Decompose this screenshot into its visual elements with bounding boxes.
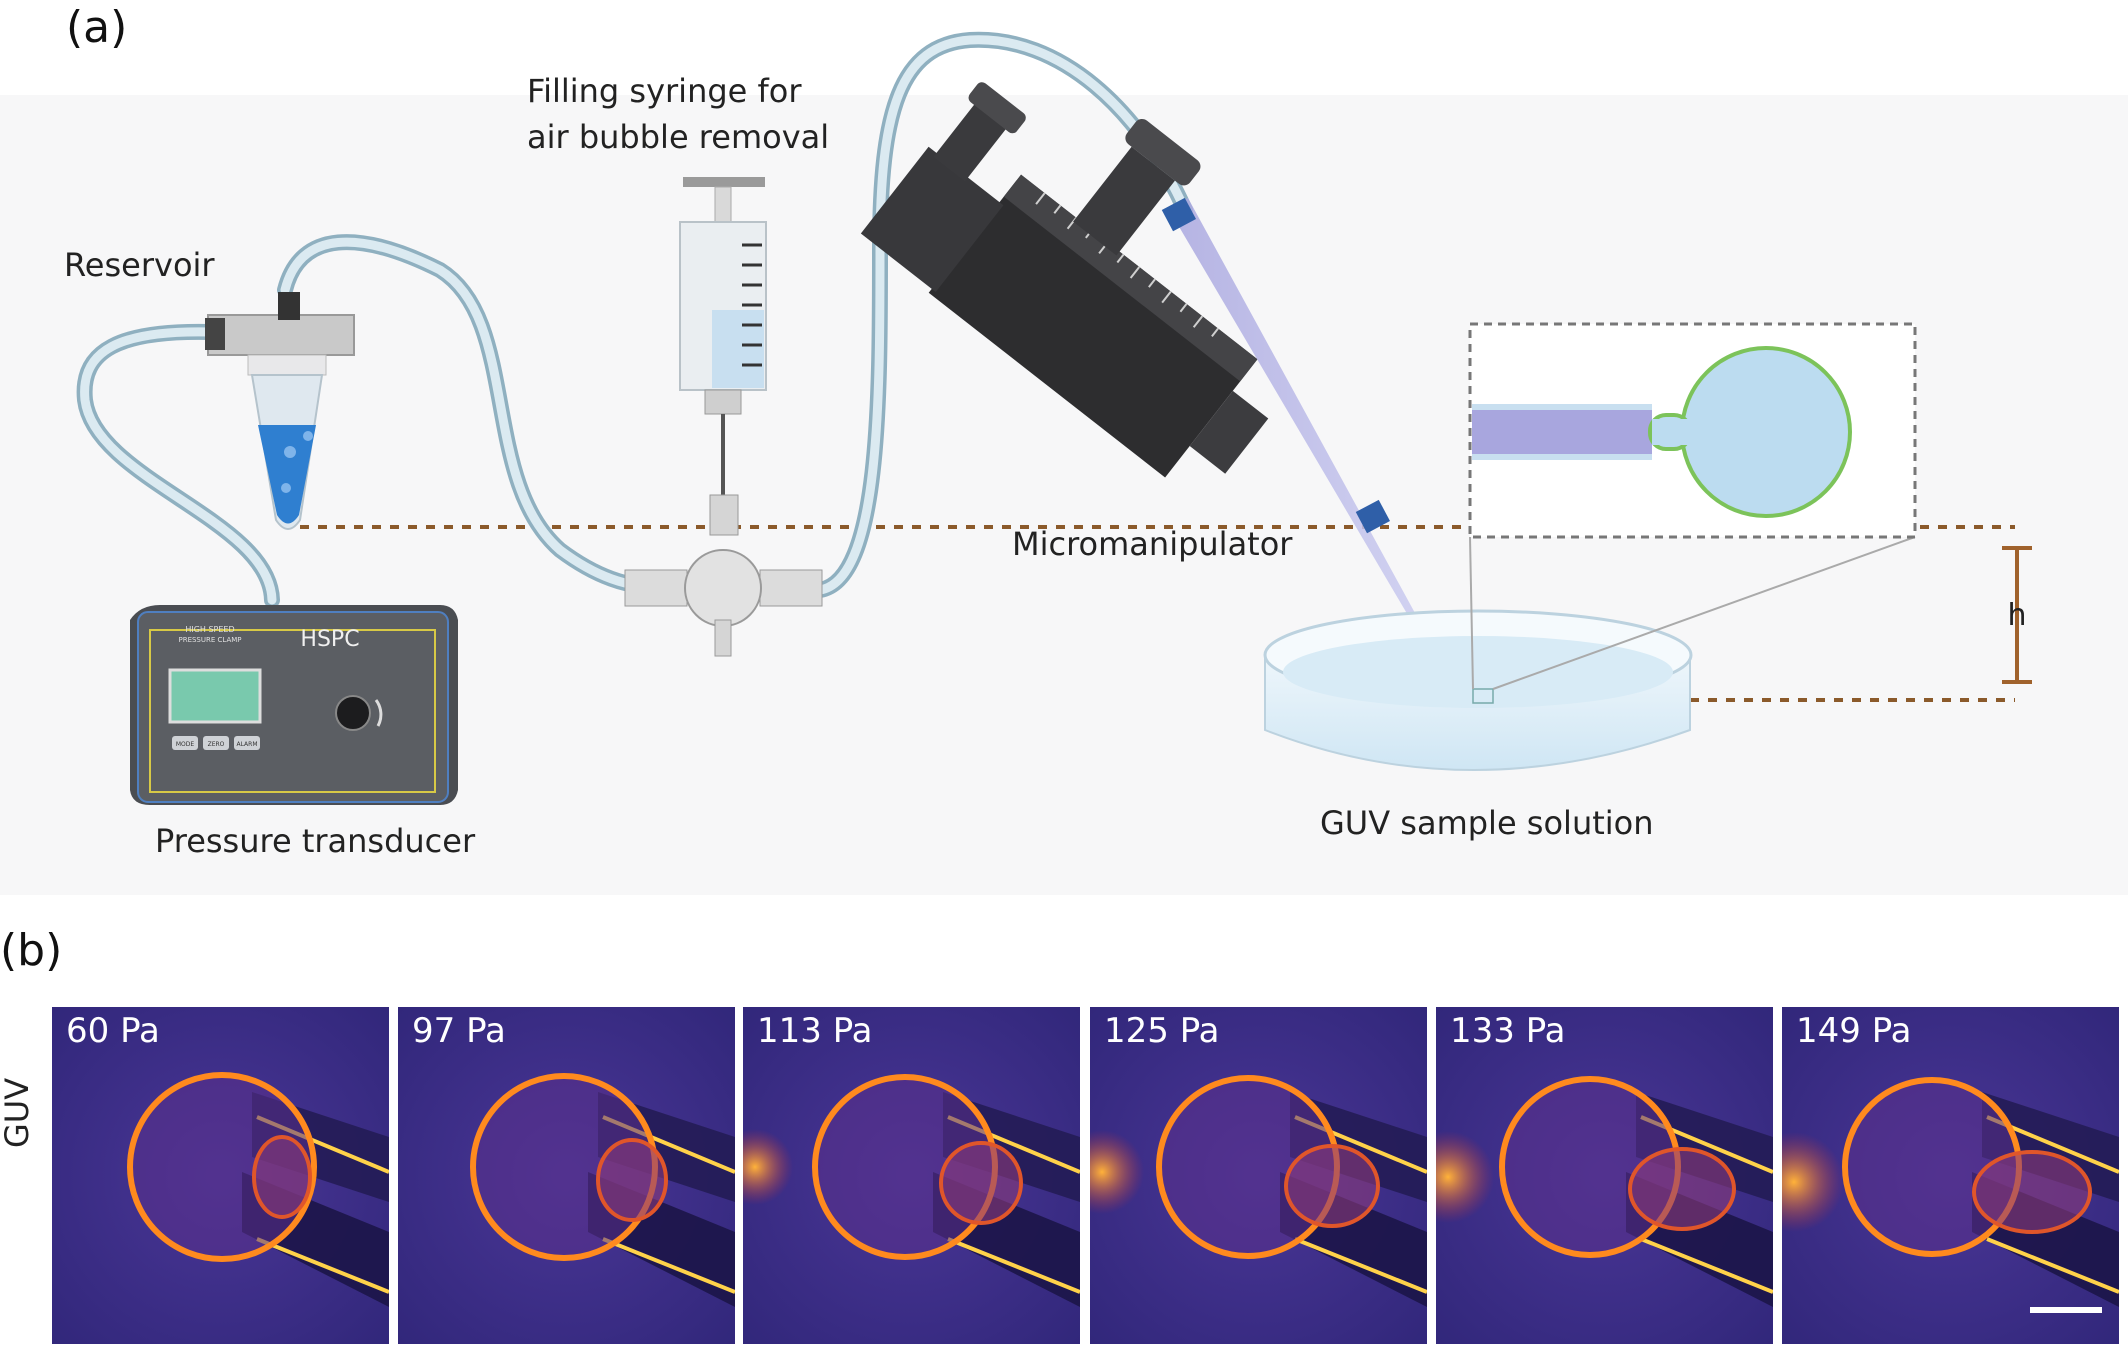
micromanipulator [860,82,1269,478]
device-title: HSPC [300,627,359,652]
micrograph-frame: 149 Pa [1782,1007,2119,1344]
micrograph-frame: 125 Pa [1090,1007,1427,1344]
micromanipulator-label: Micromanipulator [1012,525,1293,563]
device-subtitle-1: HIGH SPEED [185,625,234,634]
zoom-inset [1468,322,1917,539]
guv-sample-label: GUV sample solution [1320,804,1654,842]
micrograph-frame: 60 Pa [52,1007,389,1344]
reservoir-tube [205,292,355,530]
pressure-transducer [130,605,458,805]
device-button-zero: ZERO [208,741,225,748]
pressure-label: 60 Pa [66,1011,160,1051]
device-subtitle-2: PRESSURE CLAMP [178,636,241,644]
syringe [624,177,823,657]
guv-row-label: GUV [0,1077,36,1148]
setup-diagram: HSPC HIGH SPEED PRESSURE CLAMP MODE ZERO… [76,31,2032,805]
device-button-alarm: ALARM [236,741,257,748]
pressure-transducer-label: Pressure transducer [155,822,476,860]
pressure-label: 113 Pa [757,1011,873,1051]
height-bracket [2002,546,2032,684]
pressure-label: 97 Pa [412,1011,506,1051]
pressure-label: 149 Pa [1796,1011,1912,1051]
micrograph-frame: 133 Pa [1436,1007,1773,1344]
device-button-mode: MODE [176,741,195,748]
pipette [1161,197,1456,690]
panel-a-letter: (a) [66,2,128,53]
micrograph-frame: 97 Pa [398,1007,735,1344]
pressure-label: 125 Pa [1104,1011,1220,1051]
tubing [76,31,1193,608]
panel-b-letter: (b) [0,925,63,976]
reservoir-label: Reservoir [64,246,215,284]
filling-syringe-label-2: air bubble removal [527,118,830,156]
micrograph-frame: 113 Pa [743,1007,1080,1344]
pressure-label: 133 Pa [1450,1011,1566,1051]
filling-syringe-label-1: Filling syringe for [527,72,802,110]
height-label: h [2007,598,2026,633]
petri-dish [1263,609,1693,771]
